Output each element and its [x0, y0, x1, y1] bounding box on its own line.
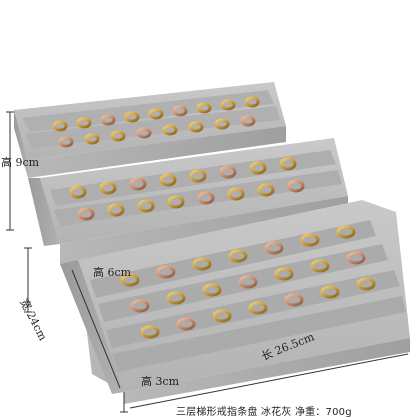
height-middle-label: 高 6cm: [93, 266, 132, 279]
rings-bottom-tier: [120, 225, 376, 339]
tier-top: [14, 82, 286, 178]
height-bottom-label: 高 3cm: [141, 375, 180, 388]
display-tray: [14, 82, 410, 404]
height-top-label: 高 9cm: [1, 156, 40, 169]
rings-top-tier: [52, 96, 260, 148]
rings-middle-tier: [69, 157, 305, 221]
product-caption: 三层梯形戒指条盘 冰花灰 净重：700g: [176, 407, 352, 418]
dimension-lines: [6, 111, 409, 413]
